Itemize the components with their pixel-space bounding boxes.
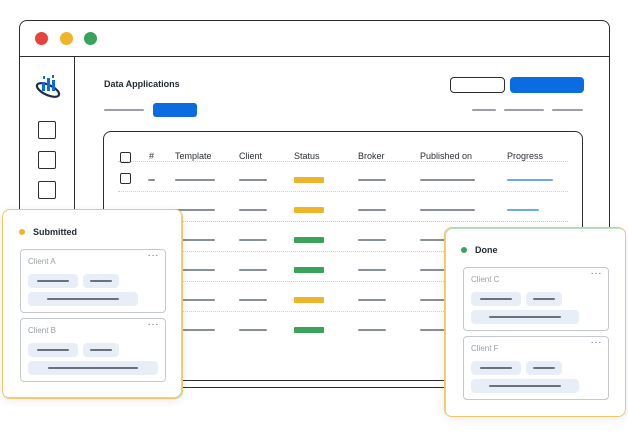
card-client-name: Client C xyxy=(471,275,500,284)
card-field xyxy=(526,361,562,375)
select-all-checkbox[interactable] xyxy=(120,152,131,163)
row-number xyxy=(148,179,155,181)
done-panel-title: Done xyxy=(475,245,498,255)
active-filter-tab[interactable] xyxy=(153,103,197,117)
column-header-client[interactable]: Client xyxy=(239,151,263,161)
row-divider xyxy=(118,311,568,312)
card-field xyxy=(28,343,78,357)
status-badge xyxy=(294,177,324,183)
column-header-number[interactable]: # xyxy=(149,151,155,161)
broker-cell xyxy=(358,179,386,181)
client-cell xyxy=(239,179,267,181)
template-cell xyxy=(175,299,215,301)
progress-bar xyxy=(507,179,553,181)
row-divider xyxy=(118,161,568,162)
client-cell xyxy=(239,329,267,331)
client-cell xyxy=(239,269,267,271)
toolbar-placeholder-2[interactable] xyxy=(504,109,544,111)
page-title: Data Applications xyxy=(104,79,180,89)
card-field xyxy=(526,292,562,306)
pending-status-dot xyxy=(19,229,25,235)
more-options-icon[interactable]: ··· xyxy=(147,250,159,261)
more-options-icon[interactable]: ··· xyxy=(590,268,602,279)
kanban-card[interactable]: Client B ··· xyxy=(20,318,166,382)
row-divider xyxy=(118,251,568,252)
client-cell xyxy=(239,239,267,241)
more-options-icon[interactable]: ··· xyxy=(590,337,602,348)
chart-logo-icon[interactable] xyxy=(34,73,62,99)
broker-cell xyxy=(358,209,386,211)
status-badge xyxy=(294,237,324,243)
title-bar xyxy=(20,21,609,57)
minimize-window-button[interactable] xyxy=(60,32,73,45)
card-field xyxy=(471,361,521,375)
toolbar-placeholder-1[interactable] xyxy=(472,109,496,111)
column-header-progress[interactable]: Progress xyxy=(507,151,544,161)
column-header-template[interactable]: Template xyxy=(175,151,212,161)
card-client-name: Client A xyxy=(28,257,56,266)
status-badge xyxy=(294,207,324,213)
submitted-panel-header: Submitted xyxy=(19,227,77,237)
sidebar-item-1[interactable] xyxy=(38,121,56,139)
submitted-panel-title: Submitted xyxy=(33,227,77,237)
card-client-name: Client B xyxy=(28,326,57,335)
primary-action-button[interactable] xyxy=(510,77,584,93)
more-options-icon[interactable]: ··· xyxy=(147,319,159,330)
card-field xyxy=(471,292,521,306)
row-checkbox[interactable] xyxy=(120,173,131,184)
card-field xyxy=(28,274,78,288)
toolbar-placeholder-3[interactable] xyxy=(552,109,583,111)
card-field xyxy=(28,292,138,306)
column-header-broker[interactable]: Broker xyxy=(358,151,385,161)
column-header-published-on[interactable]: Published on xyxy=(420,151,473,161)
template-cell xyxy=(175,239,215,241)
kanban-card[interactable]: Client F ··· xyxy=(463,336,609,400)
published-on-cell xyxy=(420,179,475,181)
status-badge xyxy=(294,297,324,303)
maximize-window-button[interactable] xyxy=(84,32,97,45)
progress-bar xyxy=(507,209,539,211)
column-header-status[interactable]: Status xyxy=(294,151,320,161)
secondary-action-button[interactable] xyxy=(450,77,505,93)
card-field xyxy=(471,379,579,393)
card-field xyxy=(83,343,119,357)
row-divider xyxy=(118,191,568,192)
row-divider xyxy=(118,281,568,282)
filter-tab-placeholder[interactable] xyxy=(104,109,144,111)
broker-cell xyxy=(358,239,386,241)
sidebar-item-3[interactable] xyxy=(38,181,56,199)
card-field xyxy=(28,361,158,375)
card-client-name: Client F xyxy=(471,344,499,353)
kanban-card[interactable]: Client A ··· xyxy=(20,249,166,313)
row-divider xyxy=(118,221,568,222)
status-badge xyxy=(294,267,324,273)
template-cell xyxy=(175,179,215,181)
template-cell xyxy=(175,209,215,211)
card-field xyxy=(471,310,579,324)
done-panel: Done Client C ··· Client F ··· xyxy=(444,227,626,417)
status-badge xyxy=(294,327,324,333)
done-status-dot xyxy=(461,247,467,253)
client-cell xyxy=(239,299,267,301)
broker-cell xyxy=(358,299,386,301)
broker-cell xyxy=(358,329,386,331)
kanban-card[interactable]: Client C ··· xyxy=(463,267,609,331)
done-panel-header: Done xyxy=(461,245,498,255)
card-field xyxy=(83,274,119,288)
template-cell xyxy=(175,269,215,271)
submitted-panel: Submitted Client A ··· Client B ··· xyxy=(2,209,183,399)
published-on-cell xyxy=(420,209,475,211)
template-cell xyxy=(175,329,215,331)
client-cell xyxy=(239,209,267,211)
sidebar-item-2[interactable] xyxy=(38,151,56,169)
broker-cell xyxy=(358,269,386,271)
close-window-button[interactable] xyxy=(35,32,48,45)
